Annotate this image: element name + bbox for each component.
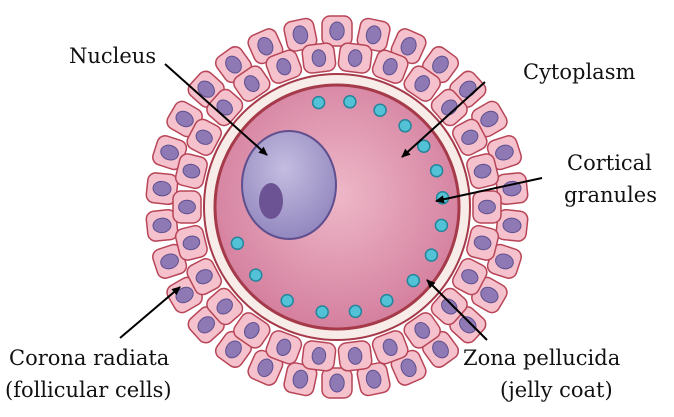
- zona-pellucida-label-line1: Zona pellucida: [463, 345, 620, 371]
- corona-radiata-label-line1: Corona radiata: [9, 345, 169, 371]
- cortical-granule: [407, 275, 419, 287]
- corona-radiata-arrow: [120, 287, 180, 338]
- follicular-cell: [473, 191, 501, 223]
- corona-radiata-label-line2: (follicular cells): [5, 377, 172, 403]
- cortical-granule: [374, 104, 386, 116]
- follicular-cell: [301, 42, 336, 74]
- cortical-granule: [281, 295, 293, 307]
- follicular-cell: [301, 340, 336, 372]
- cortical-granule: [431, 165, 443, 177]
- nucleus: [242, 131, 336, 239]
- cortical-granule: [349, 305, 361, 317]
- cortical-granules-label-line2: granules: [564, 182, 657, 208]
- follicular-cell: [338, 42, 373, 74]
- cytoplasm-label: Cytoplasm: [523, 59, 635, 85]
- cortical-granule: [231, 237, 243, 249]
- cortical-granule: [313, 97, 325, 109]
- cortical-granule: [344, 96, 356, 108]
- cortical-granule: [381, 295, 393, 307]
- follicular-cell: [322, 368, 352, 398]
- cortical-granule: [399, 120, 411, 132]
- nucleus-label: Nucleus: [69, 43, 156, 69]
- cortical-granules-label-line1: Cortical: [567, 150, 652, 176]
- cortical-granule: [316, 306, 328, 318]
- cortical-granule: [435, 219, 447, 231]
- zona-pellucida-label-line2: (jelly coat): [500, 377, 613, 403]
- cortical-granule: [425, 249, 437, 261]
- follicular-cell: [338, 340, 373, 372]
- follicular-cell: [322, 16, 352, 46]
- follicular-cell: [173, 191, 201, 223]
- cortical-granule: [250, 269, 262, 281]
- nucleolus: [259, 183, 283, 219]
